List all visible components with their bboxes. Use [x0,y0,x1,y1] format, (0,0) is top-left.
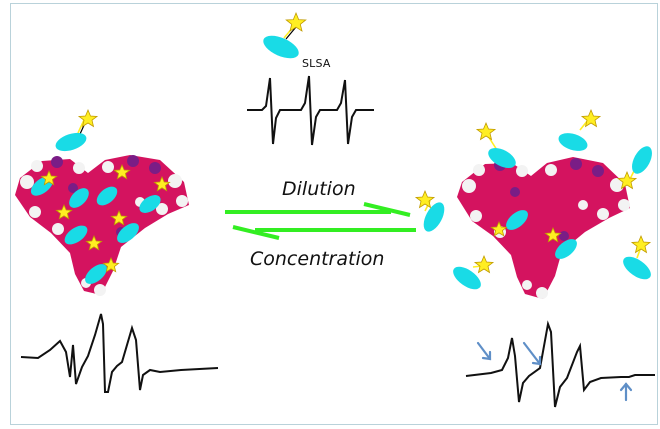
concentration-label: Concentration [250,248,385,270]
blue-pointer-arrow-icon [522,341,542,366]
left-bound-probes [30,164,171,284]
top-epr-spectrum [247,75,374,146]
probe-label: SLSA [302,57,331,70]
right-free-probes [414,108,652,290]
free-probe-5 [453,254,495,290]
free-probe-near-left [55,108,99,152]
right-protein-body [457,157,630,299]
concentration-arrow [232,225,416,240]
right-epr-spectrum [465,320,655,408]
right-bound-probes [490,210,577,259]
free-probe-1 [475,121,516,168]
free-probe-4 [414,189,445,232]
bottom-spectra [20,313,655,408]
blue-pointer-arrow-icon [476,341,492,361]
left-epr-spectrum [20,313,219,393]
right-protein-complex [414,108,652,299]
free-probe-2 [558,108,602,151]
equilibrium-arrows [225,202,416,240]
free-probe-3 [616,146,652,190]
left-protein-body [15,155,189,296]
left-protein-complex [15,108,189,296]
free-probe-6 [623,234,652,280]
dilution-label: Dilution [282,178,356,200]
top-probe-and-spectrum [247,11,374,146]
top-free-probe [263,11,307,59]
blue-pointer-arrow-icon [619,382,633,402]
dilution-arrow [225,202,411,217]
spectral-pointers [476,341,633,402]
